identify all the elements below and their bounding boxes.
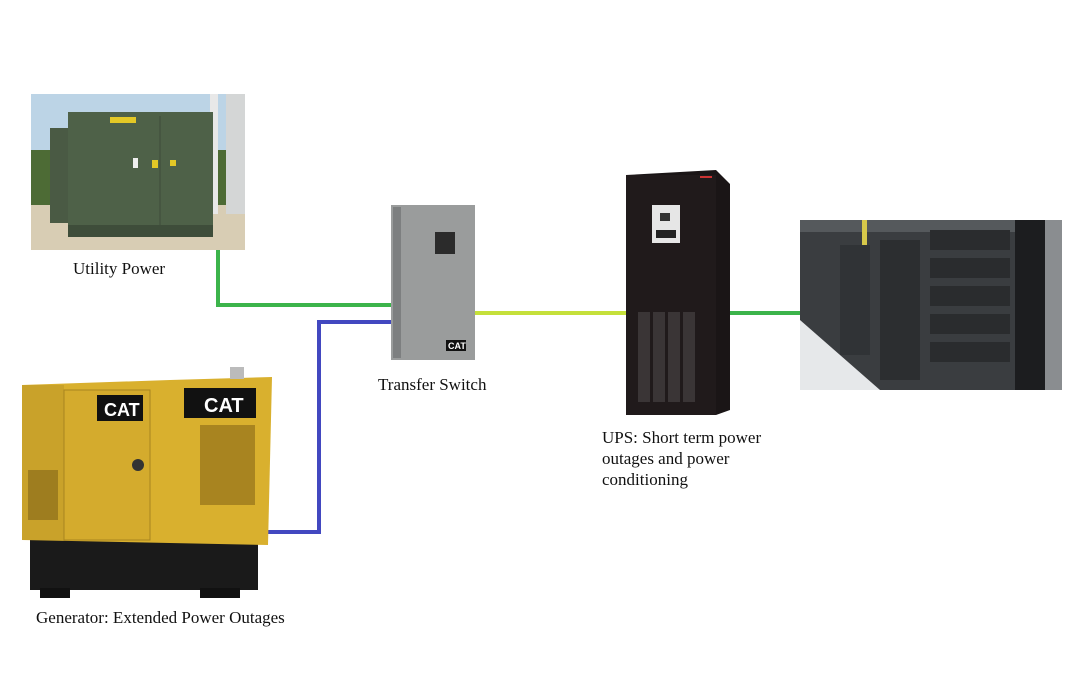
server-racks-image: [800, 220, 1062, 390]
ups-image: [626, 170, 730, 415]
ups-label-line: UPS: Short term power: [602, 428, 762, 447]
generator-label: Generator: Extended Power Outages: [36, 608, 285, 627]
transfer-switch-image: CAT: [391, 205, 475, 360]
utility-transformer-image: [31, 94, 245, 250]
svg-text:CAT: CAT: [104, 400, 140, 420]
generator-image: CAT CAT: [22, 367, 272, 598]
svg-text:CAT: CAT: [204, 395, 244, 417]
utility-connection-line: [216, 250, 392, 307]
ups-label-line: conditioning: [602, 470, 688, 489]
transfer-switch-label: Transfer Switch: [378, 375, 487, 394]
utility-power-label: Utility Power: [73, 259, 166, 278]
ups-label: UPS: Short term power outages and power …: [602, 427, 761, 490]
ups-label-line: outages and power: [602, 449, 730, 468]
svg-text:CAT: CAT: [448, 341, 466, 351]
generator-connection-line: [268, 320, 392, 534]
